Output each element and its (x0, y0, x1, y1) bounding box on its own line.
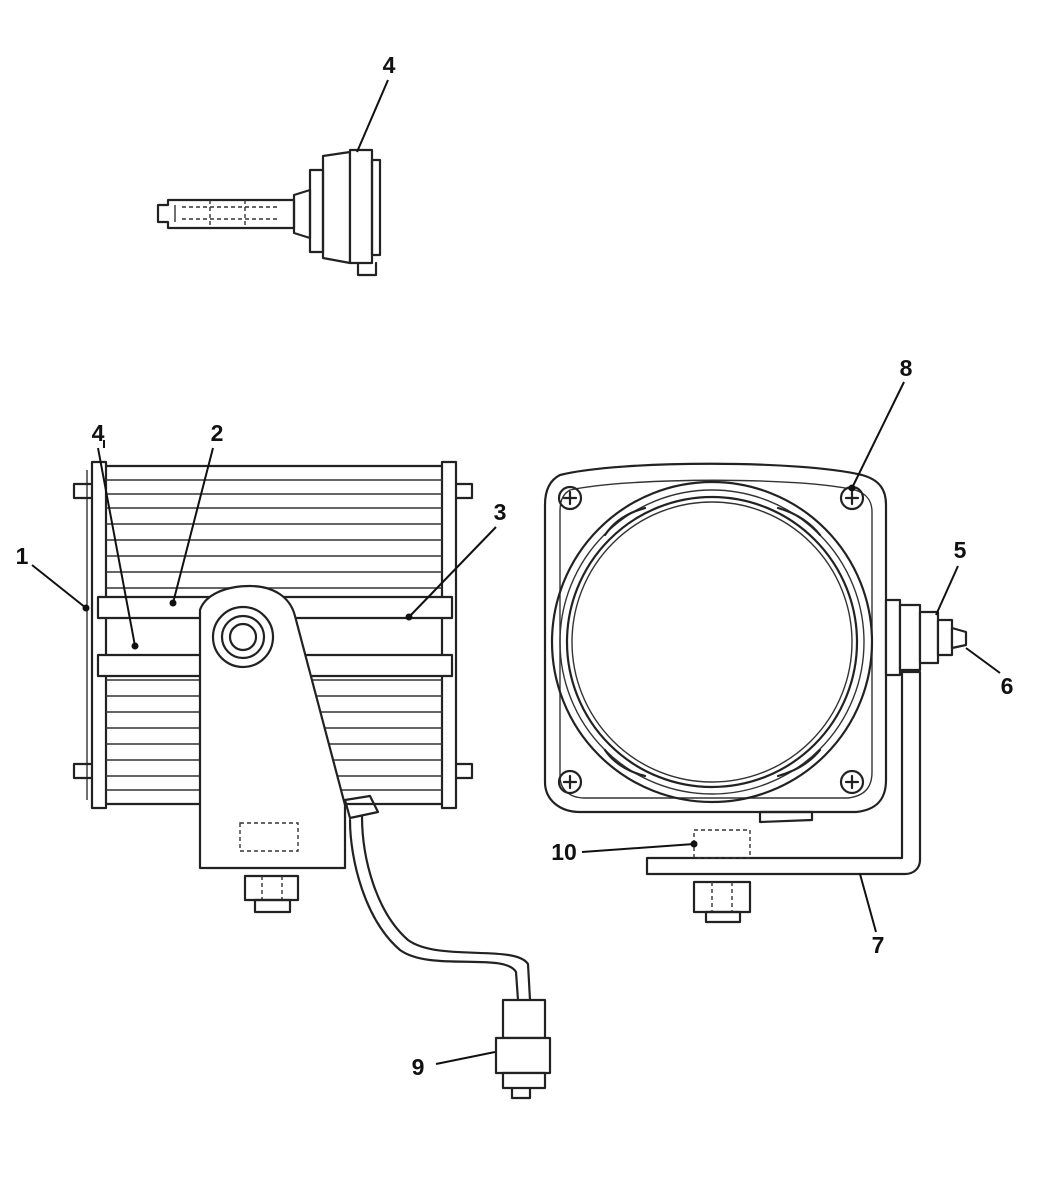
callout-2: 2 (211, 420, 224, 446)
connector (494, 998, 552, 1100)
callout-3: 3 (494, 499, 507, 525)
callout-10: 10 (551, 839, 577, 865)
callout-5: 5 (954, 537, 967, 563)
bulb (156, 148, 382, 277)
right-lamp (543, 462, 968, 924)
callout-4-bulb: 4 (383, 52, 396, 78)
callout-4-body: 4 (92, 420, 105, 446)
callout-9: 9 (412, 1054, 425, 1080)
leader-lines (31, 79, 1001, 1065)
callout-8: 8 (900, 355, 913, 381)
left-housing (72, 460, 532, 1002)
callout-7: 7 (872, 932, 885, 958)
callout-6: 6 (1001, 673, 1014, 699)
callout-1: 1 (16, 543, 29, 569)
